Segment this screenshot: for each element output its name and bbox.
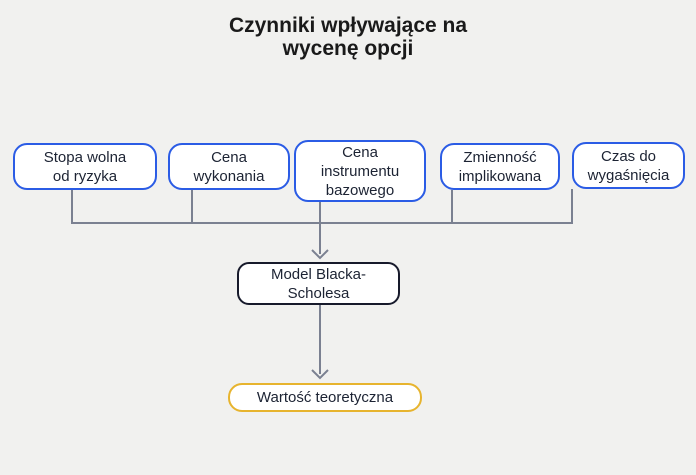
node-label: Model Blacka-Scholesa (270, 265, 367, 302)
arrowhead-to-model (311, 249, 329, 260)
node-label: Cena wykonania (193, 148, 265, 185)
node-black-scholes-model: Model Blacka-Scholesa (237, 262, 400, 305)
node-underlying-instrument-price: Cena instrumentu bazowego (294, 140, 426, 202)
node-label: Wartość teoretyczna (256, 389, 394, 406)
node-strike-price: Cena wykonania (168, 143, 290, 190)
node-time-to-expiry: Czas do wygaśnięcia (572, 142, 685, 189)
node-label: Cena instrumentu bazowego (320, 143, 400, 199)
arrowhead-to-result (311, 369, 329, 380)
node-label: Zmienność implikowana (458, 148, 542, 185)
diagram-title: Czynniki wpływające na wycenę opcji (228, 14, 468, 60)
node-label: Stopa wolna od ryzyka (43, 148, 127, 185)
node-label: Czas do wygaśnięcia (587, 147, 670, 184)
node-implied-volatility: Zmienność implikowana (440, 143, 560, 190)
node-theoretical-value: Wartość teoretyczna (228, 383, 422, 412)
node-risk-free-rate: Stopa wolna od ryzyka (13, 143, 157, 190)
